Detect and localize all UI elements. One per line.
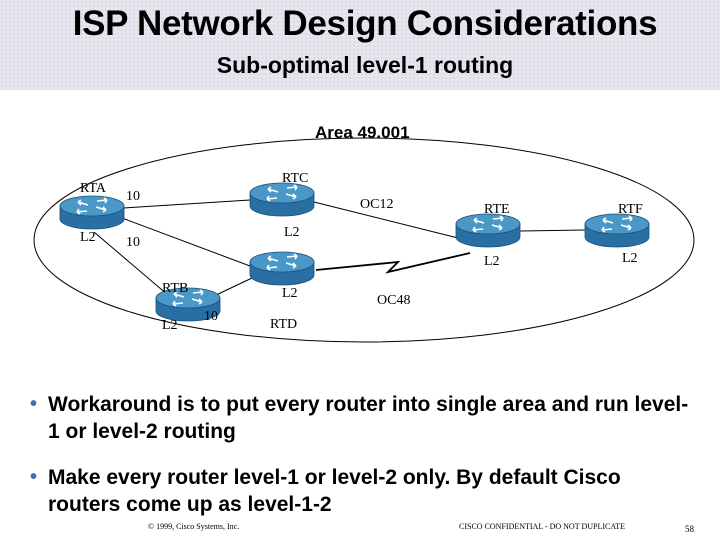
link-oc12-label: OC12	[360, 197, 393, 212]
link-rte-rtf	[519, 229, 586, 232]
router-rte-level: L2	[484, 254, 500, 269]
link-rtd-rte-serial	[315, 252, 471, 274]
bullet-dot-icon: •	[30, 466, 38, 488]
metric-rta-rtd: 10	[126, 235, 140, 250]
router-rtf-icon	[584, 213, 650, 248]
bullet-text: Workaround is to put every router into s…	[48, 393, 689, 443]
metric-rtb-rtd: 10	[204, 309, 218, 324]
link-rtc-rte	[313, 201, 459, 239]
router-rtd-icon	[249, 251, 315, 286]
router-rtc-level: L2	[284, 225, 300, 240]
router-rtb-label: RTB	[162, 281, 188, 296]
router-rtc-icon	[249, 182, 315, 217]
footer-confidential: CISCO CONFIDENTIAL - DO NOT DUPLICATE	[459, 522, 625, 531]
router-rtf-label: RTF	[618, 202, 643, 217]
bullet-item: • Workaround is to put every router into…	[30, 391, 698, 445]
router-rte-label: RTE	[484, 202, 510, 217]
bullet-text: Make every router level-1 or level-2 onl…	[48, 466, 621, 516]
area-boundary	[33, 137, 695, 343]
router-rta-label: RTA	[80, 181, 107, 196]
page-number: 58	[685, 524, 694, 534]
bullet-item: • Make every router level-1 or level-2 o…	[30, 464, 698, 518]
router-rtb-level: L2	[162, 318, 178, 333]
router-rtd-label: RTD	[270, 317, 297, 332]
link-rta-rtc	[123, 199, 251, 209]
title-background	[0, 0, 720, 92]
area-label: Area 49.001	[315, 123, 410, 142]
router-rtf-level: L2	[622, 251, 638, 266]
page-title: ISP Network Design Considerations	[72, 4, 658, 43]
router-rtc-label: RTC	[282, 171, 308, 186]
router-rtd-level: L2	[282, 286, 298, 301]
router-rta-icon	[59, 195, 125, 230]
metric-rta-rtc: 10	[126, 189, 140, 204]
link-rta-rtb	[93, 231, 169, 296]
page-subtitle: Sub-optimal level-1 routing	[216, 52, 514, 78]
link-rta-rtd	[121, 217, 251, 267]
router-rte-icon	[455, 213, 521, 248]
bullet-dot-icon: •	[30, 393, 38, 415]
router-rta-level: L2	[80, 230, 96, 245]
link-oc48-label: OC48	[377, 293, 410, 308]
footer-copyright: © 1999, Cisco Systems, Inc.	[148, 522, 240, 531]
link-rtb-rtd	[213, 277, 253, 297]
